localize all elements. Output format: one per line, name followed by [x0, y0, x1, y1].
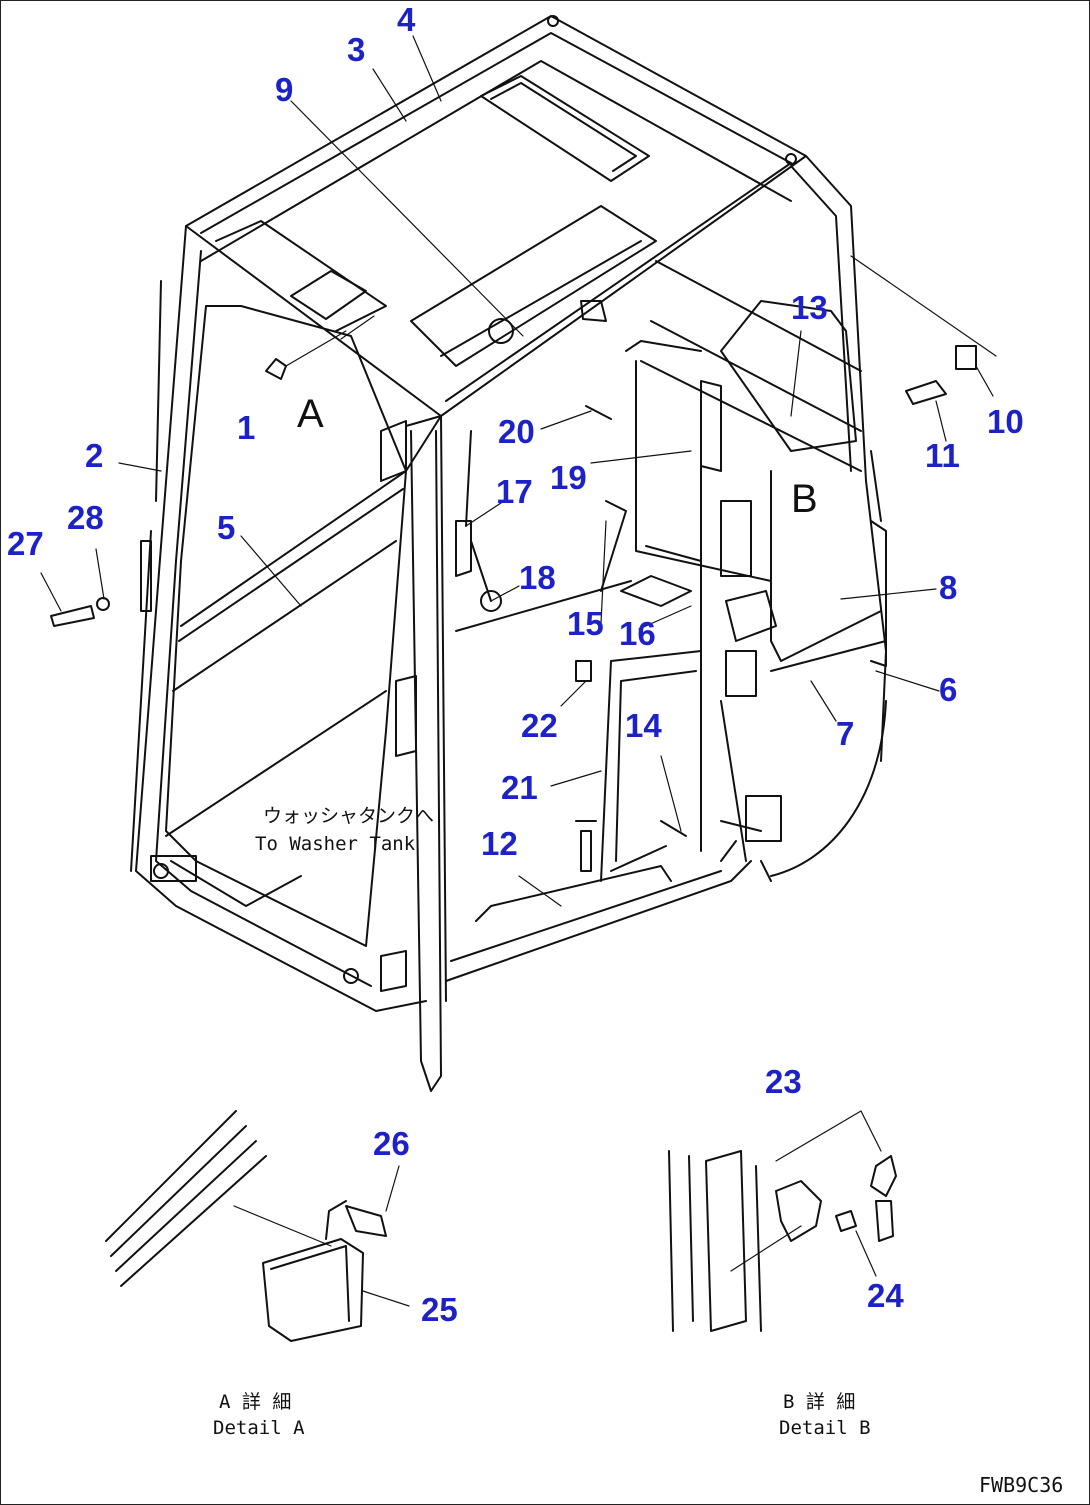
detail-a-caption-jp: A 詳 細 [219, 1391, 292, 1413]
callout-3: 3 [347, 31, 366, 68]
callout-8: 8 [939, 569, 958, 606]
callout-25: 25 [421, 1291, 458, 1328]
callout-11: 11 [925, 437, 960, 474]
cab-roof [185, 15, 807, 417]
view-letter-b: B [791, 477, 818, 521]
cab-door [380, 415, 752, 1092]
callout-13: 13 [791, 289, 828, 326]
detail-b-drawing [668, 1110, 897, 1332]
detail-b-caption-en: Detail B [779, 1417, 871, 1439]
callout-10: 10 [987, 403, 1024, 440]
cab-front-frame [130, 225, 442, 1012]
callout-12: 12 [481, 825, 518, 862]
washer-note-jp: ウォッシャタンクへ [263, 805, 435, 827]
callout-9: 9 [275, 71, 294, 108]
callout-1: 1 [237, 409, 256, 446]
callout-23: 23 [765, 1063, 802, 1100]
detail-a-caption-en: Detail A [213, 1417, 305, 1439]
callout-6: 6 [939, 671, 958, 708]
callout-27: 27 [7, 525, 44, 562]
callout-4: 4 [397, 1, 416, 38]
callout-20: 20 [498, 413, 535, 450]
callout-21: 21 [501, 769, 538, 806]
callout-19: 19 [550, 459, 587, 496]
drawing-code: FWB9C36 [979, 1473, 1064, 1497]
detail-a-drawing [105, 1110, 410, 1342]
callout-2: 2 [85, 437, 104, 474]
callout-24: 24 [867, 1277, 904, 1314]
callout-5: 5 [217, 509, 236, 546]
callout-15: 15 [567, 605, 604, 642]
callout-7: 7 [836, 715, 855, 752]
washer-note-en: To Washer Tank [255, 833, 416, 855]
callout-22: 22 [521, 707, 558, 744]
callout-28: 28 [67, 499, 104, 536]
cab-rear [575, 155, 887, 882]
leader-lines [40, 35, 997, 907]
callout-17: 17 [496, 473, 533, 510]
detail-b-caption-jp: B 詳 細 [783, 1391, 856, 1413]
callout-14: 14 [625, 707, 662, 744]
callout-26: 26 [373, 1125, 410, 1162]
callout-18: 18 [519, 559, 556, 596]
view-letter-a: A [297, 392, 324, 436]
callout-16: 16 [619, 615, 656, 652]
